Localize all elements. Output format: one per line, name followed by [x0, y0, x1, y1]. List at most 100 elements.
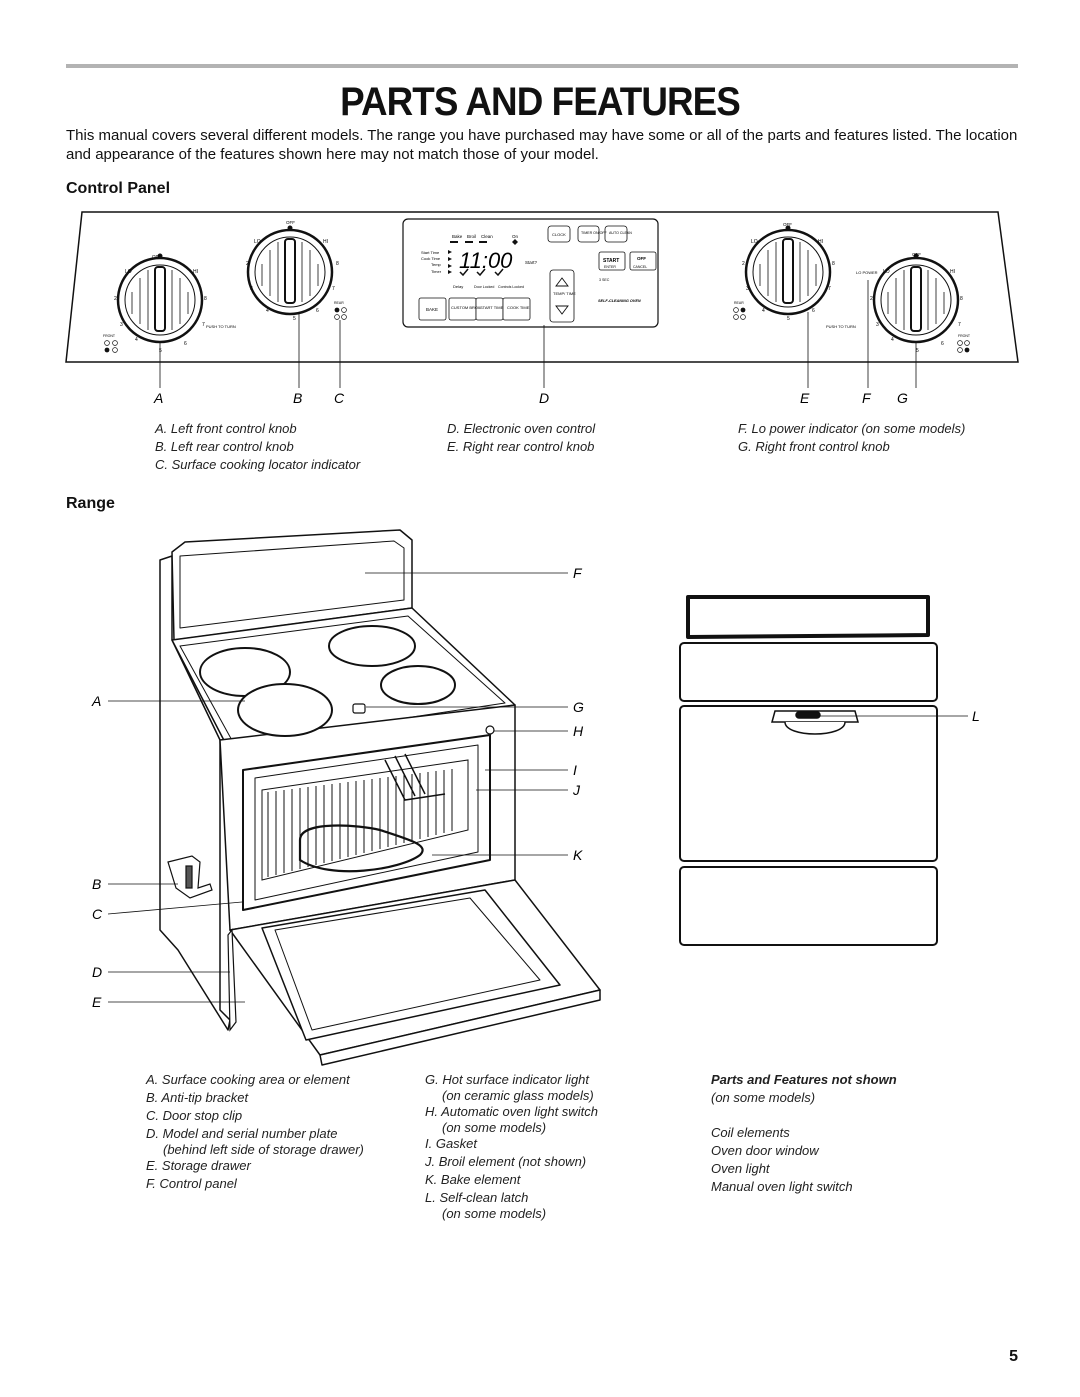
svg-text:Bake: Bake: [452, 234, 463, 239]
svg-text:7: 7: [332, 286, 335, 292]
svg-text:5: 5: [159, 348, 162, 354]
svg-text:CUSTOM BROIL: CUSTOM BROIL: [451, 305, 482, 310]
display-time: 11:00: [459, 248, 513, 273]
callout-c: C: [334, 390, 345, 406]
svg-text:4: 4: [135, 337, 138, 343]
not-shown-heading: Parts and Features not shown: [711, 1072, 897, 1087]
top-rule: [66, 64, 1018, 68]
svg-text:8: 8: [832, 261, 835, 267]
svg-text:6: 6: [941, 341, 944, 347]
range-callout-b: B: [92, 876, 101, 892]
svg-text:Timer: Timer: [431, 269, 442, 274]
left-front-knob: [116, 253, 204, 344]
svg-text:Clean: Clean: [481, 234, 493, 239]
svg-text:OFF: OFF: [286, 220, 295, 225]
svg-text:REAR: REAR: [334, 301, 344, 305]
svg-text:OFF: OFF: [637, 256, 646, 261]
svg-text:Cook Time: Cook Time: [421, 256, 441, 261]
svg-text:6: 6: [812, 308, 815, 314]
svg-text:TEMP/ TIME: TEMP/ TIME: [553, 291, 576, 296]
cp-legend-col1: A. Left front control knob B. Left rear …: [155, 421, 361, 472]
page-title: PARTS AND FEATURES: [340, 80, 741, 124]
svg-text:5: 5: [293, 316, 296, 322]
range-callout-a: A: [91, 693, 101, 709]
svg-text:HI: HI: [193, 269, 198, 275]
svg-text:Broil: Broil: [467, 234, 476, 239]
svg-text:HI: HI: [950, 269, 955, 275]
range-callout-h: H: [573, 723, 584, 739]
svg-text:OFF: OFF: [912, 252, 921, 257]
svg-text:3 SEC: 3 SEC: [599, 278, 610, 282]
svg-text:3: 3: [876, 322, 879, 328]
svg-text:2: 2: [870, 296, 873, 302]
svg-text:7: 7: [828, 286, 831, 292]
range-legend-col1: A. Surface cooking area or element B. An…: [146, 1072, 364, 1191]
intro-paragraph: This manual covers several different mod…: [66, 127, 1018, 163]
svg-text:3: 3: [746, 286, 749, 292]
svg-text:7: 7: [958, 322, 961, 328]
right-rear-knob: [744, 225, 832, 316]
range-callout-l: L: [972, 708, 980, 724]
svg-text:TIMER ON/OFF: TIMER ON/OFF: [581, 231, 608, 235]
svg-text:LO: LO: [125, 269, 132, 275]
svg-text:3: 3: [120, 322, 123, 328]
svg-text:START TIME: START TIME: [480, 305, 504, 310]
callout-f: F: [862, 390, 872, 406]
control-panel-heading: Control Panel: [66, 180, 171, 197]
range-heading: Range: [66, 495, 115, 512]
svg-text:REAR: REAR: [734, 301, 744, 305]
svg-text:START: START: [603, 258, 619, 264]
cp-legend-col2: D. Electronic oven control E. Right rear…: [447, 421, 596, 454]
svg-text:LO: LO: [751, 239, 758, 245]
svg-text:4: 4: [266, 308, 269, 314]
callout-d: D: [539, 390, 549, 406]
svg-text:COOK TIME: COOK TIME: [507, 305, 530, 310]
left-rear-knob: [246, 225, 334, 316]
svg-text:LO: LO: [883, 269, 890, 275]
range-callout-f: F: [573, 565, 583, 581]
range-callout-i: I: [573, 762, 577, 778]
svg-text:On: On: [512, 234, 519, 239]
svg-text:FRONT: FRONT: [958, 334, 971, 338]
electronic-oven-control: [402, 218, 659, 328]
callout-g: G: [897, 390, 908, 406]
svg-text:Start Time: Start Time: [421, 250, 440, 255]
svg-text:ENTER: ENTER: [604, 265, 616, 269]
svg-text:3: 3: [250, 286, 253, 292]
svg-text:6: 6: [316, 308, 319, 314]
svg-text:Door Locked: Door Locked: [474, 285, 494, 289]
knob-a-off-label: OFF: [152, 254, 161, 259]
svg-text:8: 8: [204, 296, 207, 302]
svg-text:Delay: Delay: [453, 284, 463, 289]
svg-text:4: 4: [762, 308, 765, 314]
range-callout-c: C: [92, 906, 103, 922]
svg-text:PUSH TO TURN: PUSH TO TURN: [206, 324, 236, 329]
svg-text:Start?: Start?: [525, 260, 538, 265]
svg-text:SELF-CLEANING OVEN: SELF-CLEANING OVEN: [598, 299, 641, 303]
svg-text:2: 2: [742, 261, 745, 267]
svg-text:8: 8: [336, 261, 339, 267]
svg-text:Temp: Temp: [431, 262, 442, 267]
svg-text:BAKE: BAKE: [426, 307, 438, 312]
range-callout-j: J: [572, 782, 581, 798]
svg-text:2: 2: [114, 296, 117, 302]
svg-text:PUSH TO TURN: PUSH TO TURN: [826, 324, 856, 329]
svg-text:AUTO CLEAN: AUTO CLEAN: [609, 231, 632, 235]
svg-text:LO POWER: LO POWER: [856, 270, 878, 275]
cp-legend-col3: F. Lo power indicator (on some models) G…: [738, 421, 966, 454]
callout-e: E: [800, 390, 810, 406]
svg-text:HI: HI: [323, 239, 328, 245]
svg-text:HI: HI: [818, 239, 823, 245]
right-front-knob: [872, 253, 960, 344]
page-number: 5: [1009, 1348, 1018, 1365]
range-callout-k: K: [573, 847, 583, 863]
svg-text:2: 2: [246, 261, 249, 267]
svg-text:4: 4: [891, 337, 894, 343]
range-callout-d: D: [92, 964, 102, 980]
svg-text:Controls Locked: Controls Locked: [498, 285, 524, 289]
svg-text:5: 5: [916, 348, 919, 354]
range-callout-e: E: [92, 994, 102, 1010]
svg-text:CANCEL: CANCEL: [633, 265, 647, 269]
svg-text:CLOCK: CLOCK: [552, 232, 566, 237]
range-legend-col2: G. Hot surface indicator light (on ceram…: [425, 1072, 598, 1221]
